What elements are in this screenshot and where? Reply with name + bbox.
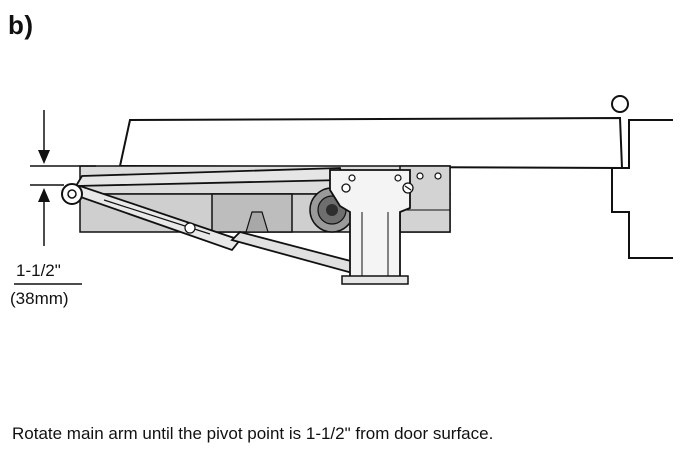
dimension-imperial: 1-1/2" (16, 261, 61, 280)
instruction-caption: Rotate main arm until the pivot point is… (12, 424, 494, 443)
door-frame (611, 119, 673, 259)
dimension-indicator (14, 110, 96, 285)
dimension-metric: (38mm) (10, 289, 69, 308)
door-panel (118, 116, 624, 170)
hinge-circle (611, 95, 629, 113)
mounting-bracket (329, 169, 414, 285)
main-arm (74, 167, 344, 187)
step-label: b) (8, 10, 34, 40)
